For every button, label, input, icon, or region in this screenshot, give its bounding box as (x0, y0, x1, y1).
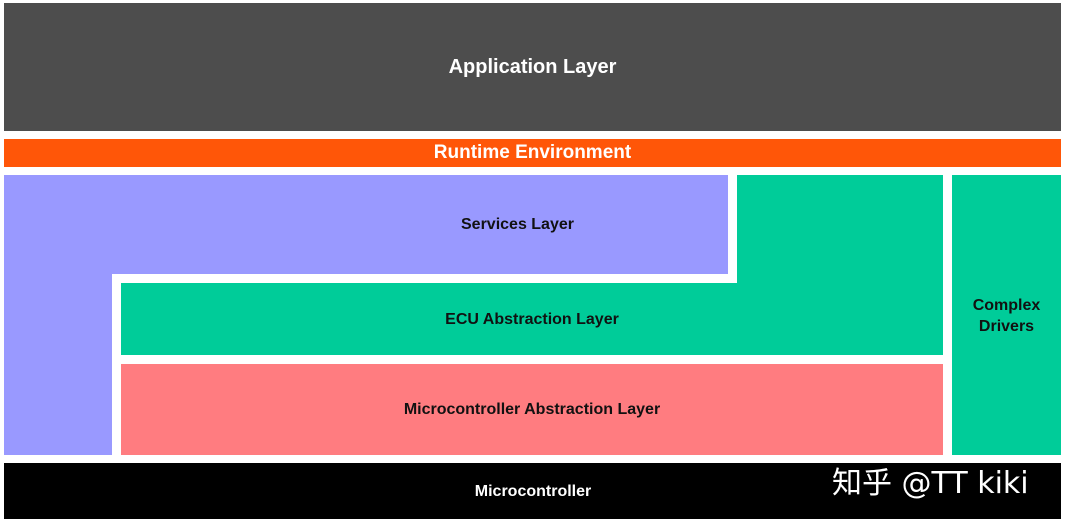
complex-drivers-label: Complex Drivers (972, 297, 1041, 335)
microcontroller-block (4, 463, 1061, 519)
ecu-abstraction-layer-label: ECU Abstraction Layer (445, 311, 619, 328)
application-layer-label: Application Layer (448, 55, 617, 78)
runtime-environment-label: Runtime Environment (433, 142, 632, 163)
ecu-abstraction-layer-block (121, 283, 943, 355)
ecu-abstraction-layer-extension (737, 175, 943, 283)
runtime-environment-block: Runtime Environment (4, 139, 1061, 167)
complex-drivers-block (952, 175, 1061, 455)
services-layer-label: Services Layer (461, 216, 574, 233)
watermark-text: 知乎 @TT kiki (832, 466, 1029, 501)
application-layer-block: Application Layer (4, 3, 1061, 131)
microcontroller-abstraction-layer-block (121, 364, 943, 455)
microcontroller-label: Microcontroller (474, 483, 592, 500)
services-layer-top (4, 175, 728, 274)
services-layer-left-column (4, 274, 112, 455)
microcontroller-abstraction-layer-label: Microcontroller Abstraction Layer (403, 401, 661, 418)
